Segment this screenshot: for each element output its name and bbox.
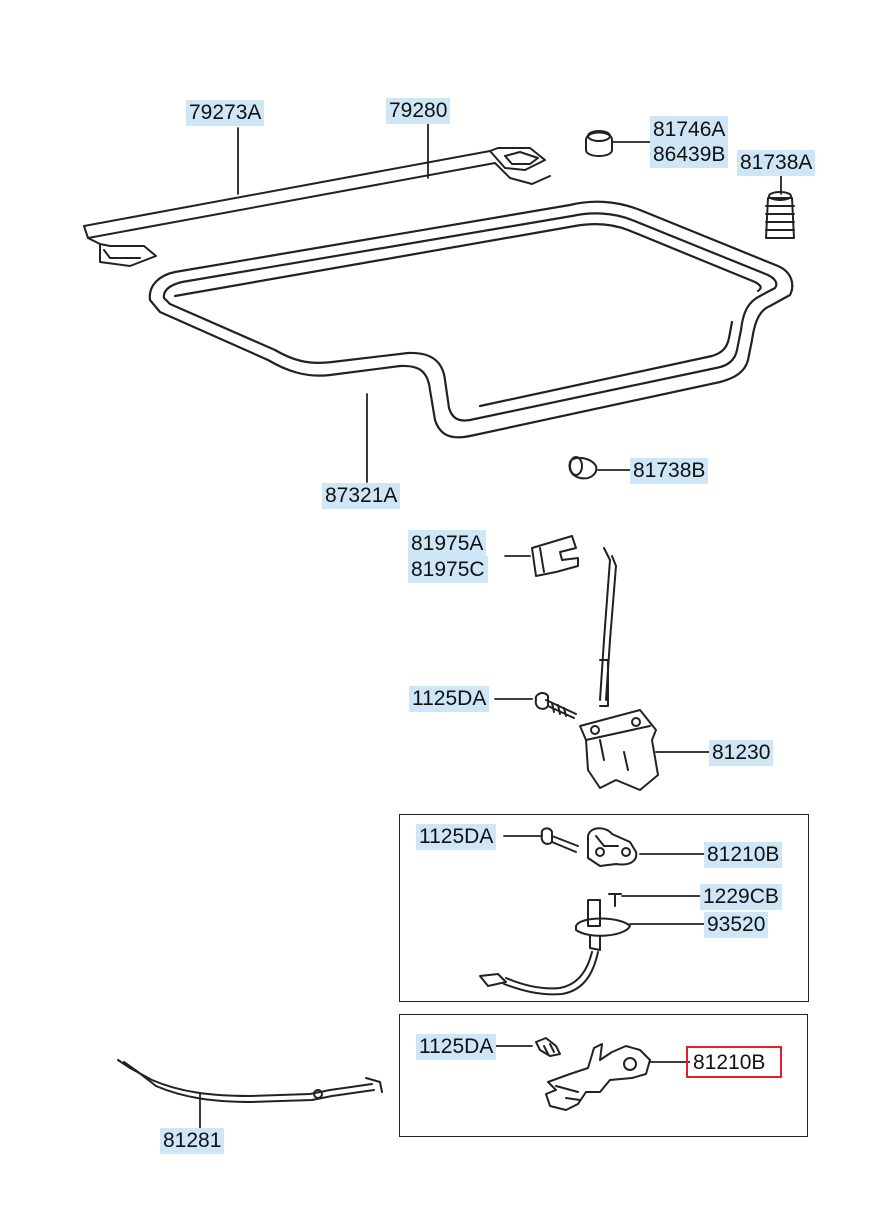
part-label-86439B[interactable]: 86439B	[650, 141, 729, 168]
clip-81975A	[531, 535, 579, 577]
part-label-1125DA-1[interactable]: 1125DA	[409, 686, 490, 712]
release-cable-81281	[117, 1059, 383, 1103]
part-label-81975C[interactable]: 81975C	[408, 556, 488, 583]
lock-rod-and-latch-81230	[579, 547, 659, 791]
part-label-81210B-1[interactable]: 81210B	[704, 842, 783, 868]
part-label-81230[interactable]: 81230	[709, 740, 774, 766]
part-label-81210B-2[interactable]: 81210B	[690, 1050, 769, 1076]
part-label-93520[interactable]: 93520	[704, 912, 769, 938]
highlight-frame-81210B	[686, 1046, 782, 1078]
lock-box-upper	[479, 827, 705, 996]
part-label-1125DA-2[interactable]: 1125DA	[416, 824, 497, 850]
lock-group-box-upper	[399, 814, 809, 1002]
part-label-81746A[interactable]: 81746A	[650, 116, 729, 143]
lock-box-lower	[493, 1037, 691, 1111]
weatherstrip-79273A	[83, 147, 551, 267]
part-label-87321A[interactable]: 87321A	[322, 483, 401, 509]
part-label-81738A[interactable]: 81738A	[737, 150, 816, 176]
part-label-81738B[interactable]: 81738B	[630, 458, 709, 484]
part-label-1125DA-3[interactable]: 1125DA	[416, 1034, 497, 1060]
leader-lines	[199, 123, 782, 1129]
lock-group-box-lower	[399, 1014, 808, 1137]
rubber-stop-81738A	[765, 191, 795, 239]
bolt-1125DA-1	[534, 692, 577, 719]
part-label-81975A[interactable]: 81975A	[408, 530, 487, 557]
part-label-81281[interactable]: 81281	[160, 1128, 225, 1154]
part-label-1229CB[interactable]: 1229CB	[700, 884, 782, 910]
part-label-79273A[interactable]: 79273A	[186, 100, 265, 126]
bump-stop-81746A	[585, 130, 613, 157]
trunk-seal-87321A	[148, 200, 794, 439]
part-label-79280[interactable]: 79280	[386, 98, 451, 124]
cap-81738B	[568, 456, 598, 480]
